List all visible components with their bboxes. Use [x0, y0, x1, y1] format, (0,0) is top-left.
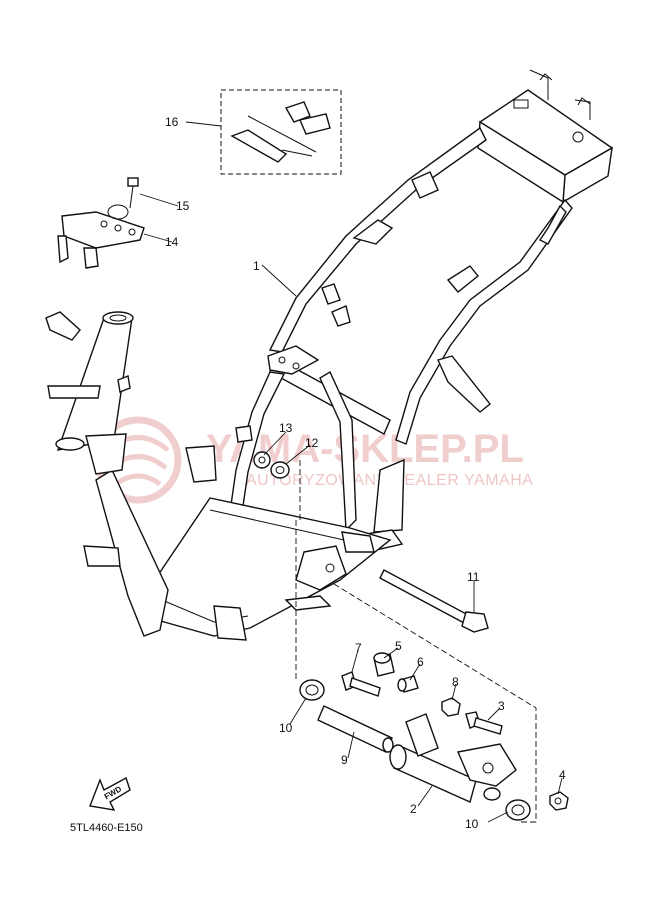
- callout-10: 10: [279, 721, 293, 735]
- callout-2: 2: [410, 802, 417, 816]
- leader-lines: [139, 121, 563, 823]
- bracket-14: [57, 204, 145, 269]
- callout-11: 11: [467, 570, 480, 584]
- callout-14: 14: [165, 235, 179, 249]
- head-pipe: [45, 311, 134, 475]
- callout-12: 12: [305, 436, 319, 450]
- callout-1: 1: [253, 259, 260, 273]
- callouts: 1 2 3 4 5 6 7 8 9 10 10 11 12 13 14 15 1…: [165, 115, 566, 831]
- tool-kit-16: [220, 89, 342, 175]
- callout-6: 6: [417, 655, 424, 669]
- diagram-code: 5TL4460-E150: [70, 822, 143, 834]
- main-frame: [83, 69, 614, 641]
- callout-16: 16: [165, 115, 179, 129]
- fwd-arrow-icon: FWD: [89, 776, 131, 811]
- callout-10b: 10: [465, 817, 479, 831]
- callout-8: 8: [452, 675, 459, 689]
- callout-15: 15: [176, 199, 190, 213]
- callout-7: 7: [355, 641, 362, 655]
- bolt-15: [127, 177, 139, 209]
- engine-mount: [253, 451, 569, 823]
- callout-13: 13: [279, 421, 293, 435]
- watermark: YAMA-SKLEP.PL AUTORYZOWANY DEALER YAMAHA: [94, 416, 533, 504]
- callout-3: 3: [498, 699, 505, 713]
- callout-5: 5: [395, 639, 402, 653]
- callout-9: 9: [341, 753, 348, 767]
- callout-4: 4: [559, 768, 566, 782]
